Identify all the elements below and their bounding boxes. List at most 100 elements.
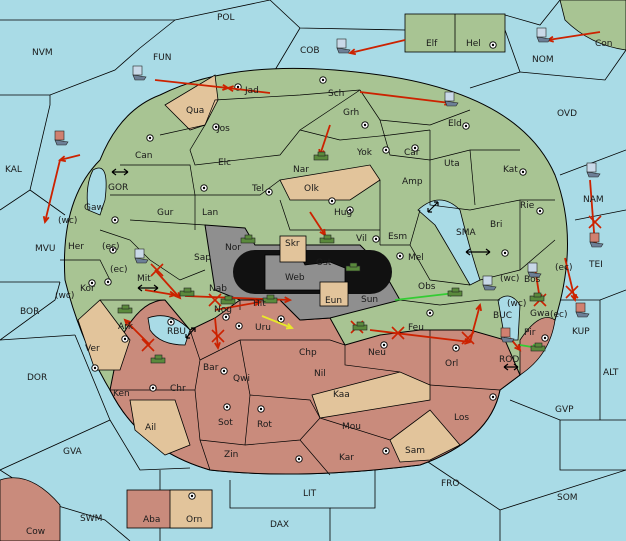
coast-note: (wc) bbox=[507, 299, 526, 309]
order-line bbox=[349, 39, 406, 54]
province-label-nil: Nil bbox=[314, 369, 326, 379]
failed-order-mark bbox=[391, 326, 405, 340]
province-label-skr: Skr bbox=[285, 239, 300, 249]
supply-center-dot bbox=[382, 343, 386, 347]
order-arrowhead bbox=[514, 343, 522, 352]
province-label-lan: Lan bbox=[202, 208, 218, 218]
fleet-flag bbox=[589, 232, 600, 243]
sea-rbu[interactable] bbox=[147, 315, 191, 346]
province-label-bri: Bri bbox=[490, 220, 502, 230]
fleet-unit bbox=[575, 311, 590, 318]
order-line bbox=[369, 329, 471, 343]
province-sam[interactable] bbox=[389, 409, 461, 463]
sea-label-fun: FUN bbox=[153, 53, 172, 63]
supply-center-dot bbox=[464, 124, 468, 128]
sea-sma[interactable] bbox=[417, 199, 481, 286]
fleet-flag bbox=[586, 162, 597, 173]
province-label-hug: Hug bbox=[334, 208, 352, 218]
sea-label-kal: KAL bbox=[5, 165, 22, 175]
sea-label-nam: NAM bbox=[583, 195, 604, 205]
sea-label-cow: Cow bbox=[26, 527, 45, 537]
fleet-unit bbox=[444, 100, 459, 107]
province-ver[interactable] bbox=[77, 299, 131, 371]
province-label-bar: Bar bbox=[203, 363, 219, 373]
province-label-rie: Rie bbox=[520, 201, 535, 211]
supply-center-dot bbox=[428, 311, 432, 315]
province-label-kaa: Kaa bbox=[333, 390, 350, 400]
failed-order-mark bbox=[150, 263, 164, 277]
province-ail[interactable] bbox=[129, 399, 191, 456]
supply-center-dot bbox=[148, 136, 152, 140]
army-unit-turret bbox=[224, 295, 233, 301]
sea-label-gor: GOR bbox=[108, 183, 128, 193]
order-line bbox=[154, 269, 181, 299]
fleet-unit bbox=[589, 241, 604, 248]
failed-order-mark bbox=[565, 285, 579, 299]
supply-center-dot bbox=[374, 237, 378, 241]
supply-center-dot bbox=[363, 123, 367, 127]
province-label-kar: Kar bbox=[339, 453, 354, 463]
province-label-ost: Ost bbox=[316, 258, 332, 268]
fleet-flag bbox=[536, 27, 547, 38]
army-unit-turret bbox=[266, 294, 275, 300]
supply-center-dot bbox=[190, 494, 194, 498]
sea-label-som: SOM bbox=[557, 493, 578, 503]
province-kaa[interactable] bbox=[311, 371, 431, 419]
order-line bbox=[319, 124, 331, 156]
order-arrowhead bbox=[174, 291, 182, 300]
supply-center-dot bbox=[202, 186, 206, 190]
army-unit-turret bbox=[349, 262, 358, 268]
order-line bbox=[154, 79, 229, 89]
sea-label-nvm: NVM bbox=[32, 48, 53, 58]
province-label-jos: Jos bbox=[216, 124, 230, 134]
province-label-nab: Nab bbox=[209, 284, 227, 294]
province-label-sap: Sap bbox=[194, 253, 211, 263]
island-cow[interactable] bbox=[0, 477, 61, 541]
fleet-flag bbox=[527, 262, 538, 273]
order-arrowhead bbox=[347, 48, 357, 56]
supply-center-dot bbox=[413, 146, 417, 150]
province-label-amp: Amp bbox=[402, 177, 423, 187]
supply-center-dot bbox=[398, 254, 402, 258]
province-olk[interactable] bbox=[279, 164, 381, 201]
army-unit-turret bbox=[244, 234, 253, 240]
order-arrowhead bbox=[225, 85, 234, 92]
supply-center-dot bbox=[491, 395, 495, 399]
failed-order-mark bbox=[141, 338, 155, 352]
coast-note: (ec) bbox=[102, 242, 120, 252]
coast-note: (ec) bbox=[555, 263, 573, 273]
province-label-grh: Grh bbox=[343, 108, 359, 118]
province-label-hel: Hel bbox=[466, 39, 481, 49]
sea-gor[interactable] bbox=[86, 167, 107, 216]
province-label-mel: Mel bbox=[408, 253, 424, 263]
fleet-unit bbox=[482, 284, 497, 291]
province-eun[interactable] bbox=[319, 281, 349, 307]
failed-order-mark bbox=[211, 329, 225, 343]
province-label-esm: Esm bbox=[388, 232, 407, 242]
province-qua[interactable] bbox=[164, 74, 219, 131]
army-unit-turret bbox=[323, 234, 332, 240]
order-line bbox=[214, 317, 219, 349]
coast-note: (ec) bbox=[110, 265, 128, 275]
province-label-chp: Chp bbox=[299, 348, 317, 358]
fleet-unit bbox=[132, 74, 147, 81]
order-line bbox=[547, 31, 601, 41]
province-label-elc: Elc bbox=[218, 158, 231, 168]
supply-center-dot bbox=[214, 125, 218, 129]
fleet-unit bbox=[500, 336, 515, 343]
order-line bbox=[309, 211, 326, 236]
province-label-pir: Pir bbox=[524, 328, 536, 338]
fleet-flag bbox=[575, 302, 586, 313]
sea-label-rod: ROD bbox=[499, 355, 519, 365]
failed-order-mark bbox=[588, 215, 602, 229]
supply-center-dot bbox=[236, 85, 240, 89]
province-label-her: Her bbox=[68, 242, 84, 252]
sea-label-mvu: MVU bbox=[35, 244, 56, 254]
fleet-unit bbox=[54, 139, 69, 146]
army-unit-turret bbox=[451, 287, 460, 293]
province-skr[interactable] bbox=[279, 235, 307, 263]
province-label-uta: Uta bbox=[444, 159, 460, 169]
supply-center-dot bbox=[111, 248, 115, 252]
